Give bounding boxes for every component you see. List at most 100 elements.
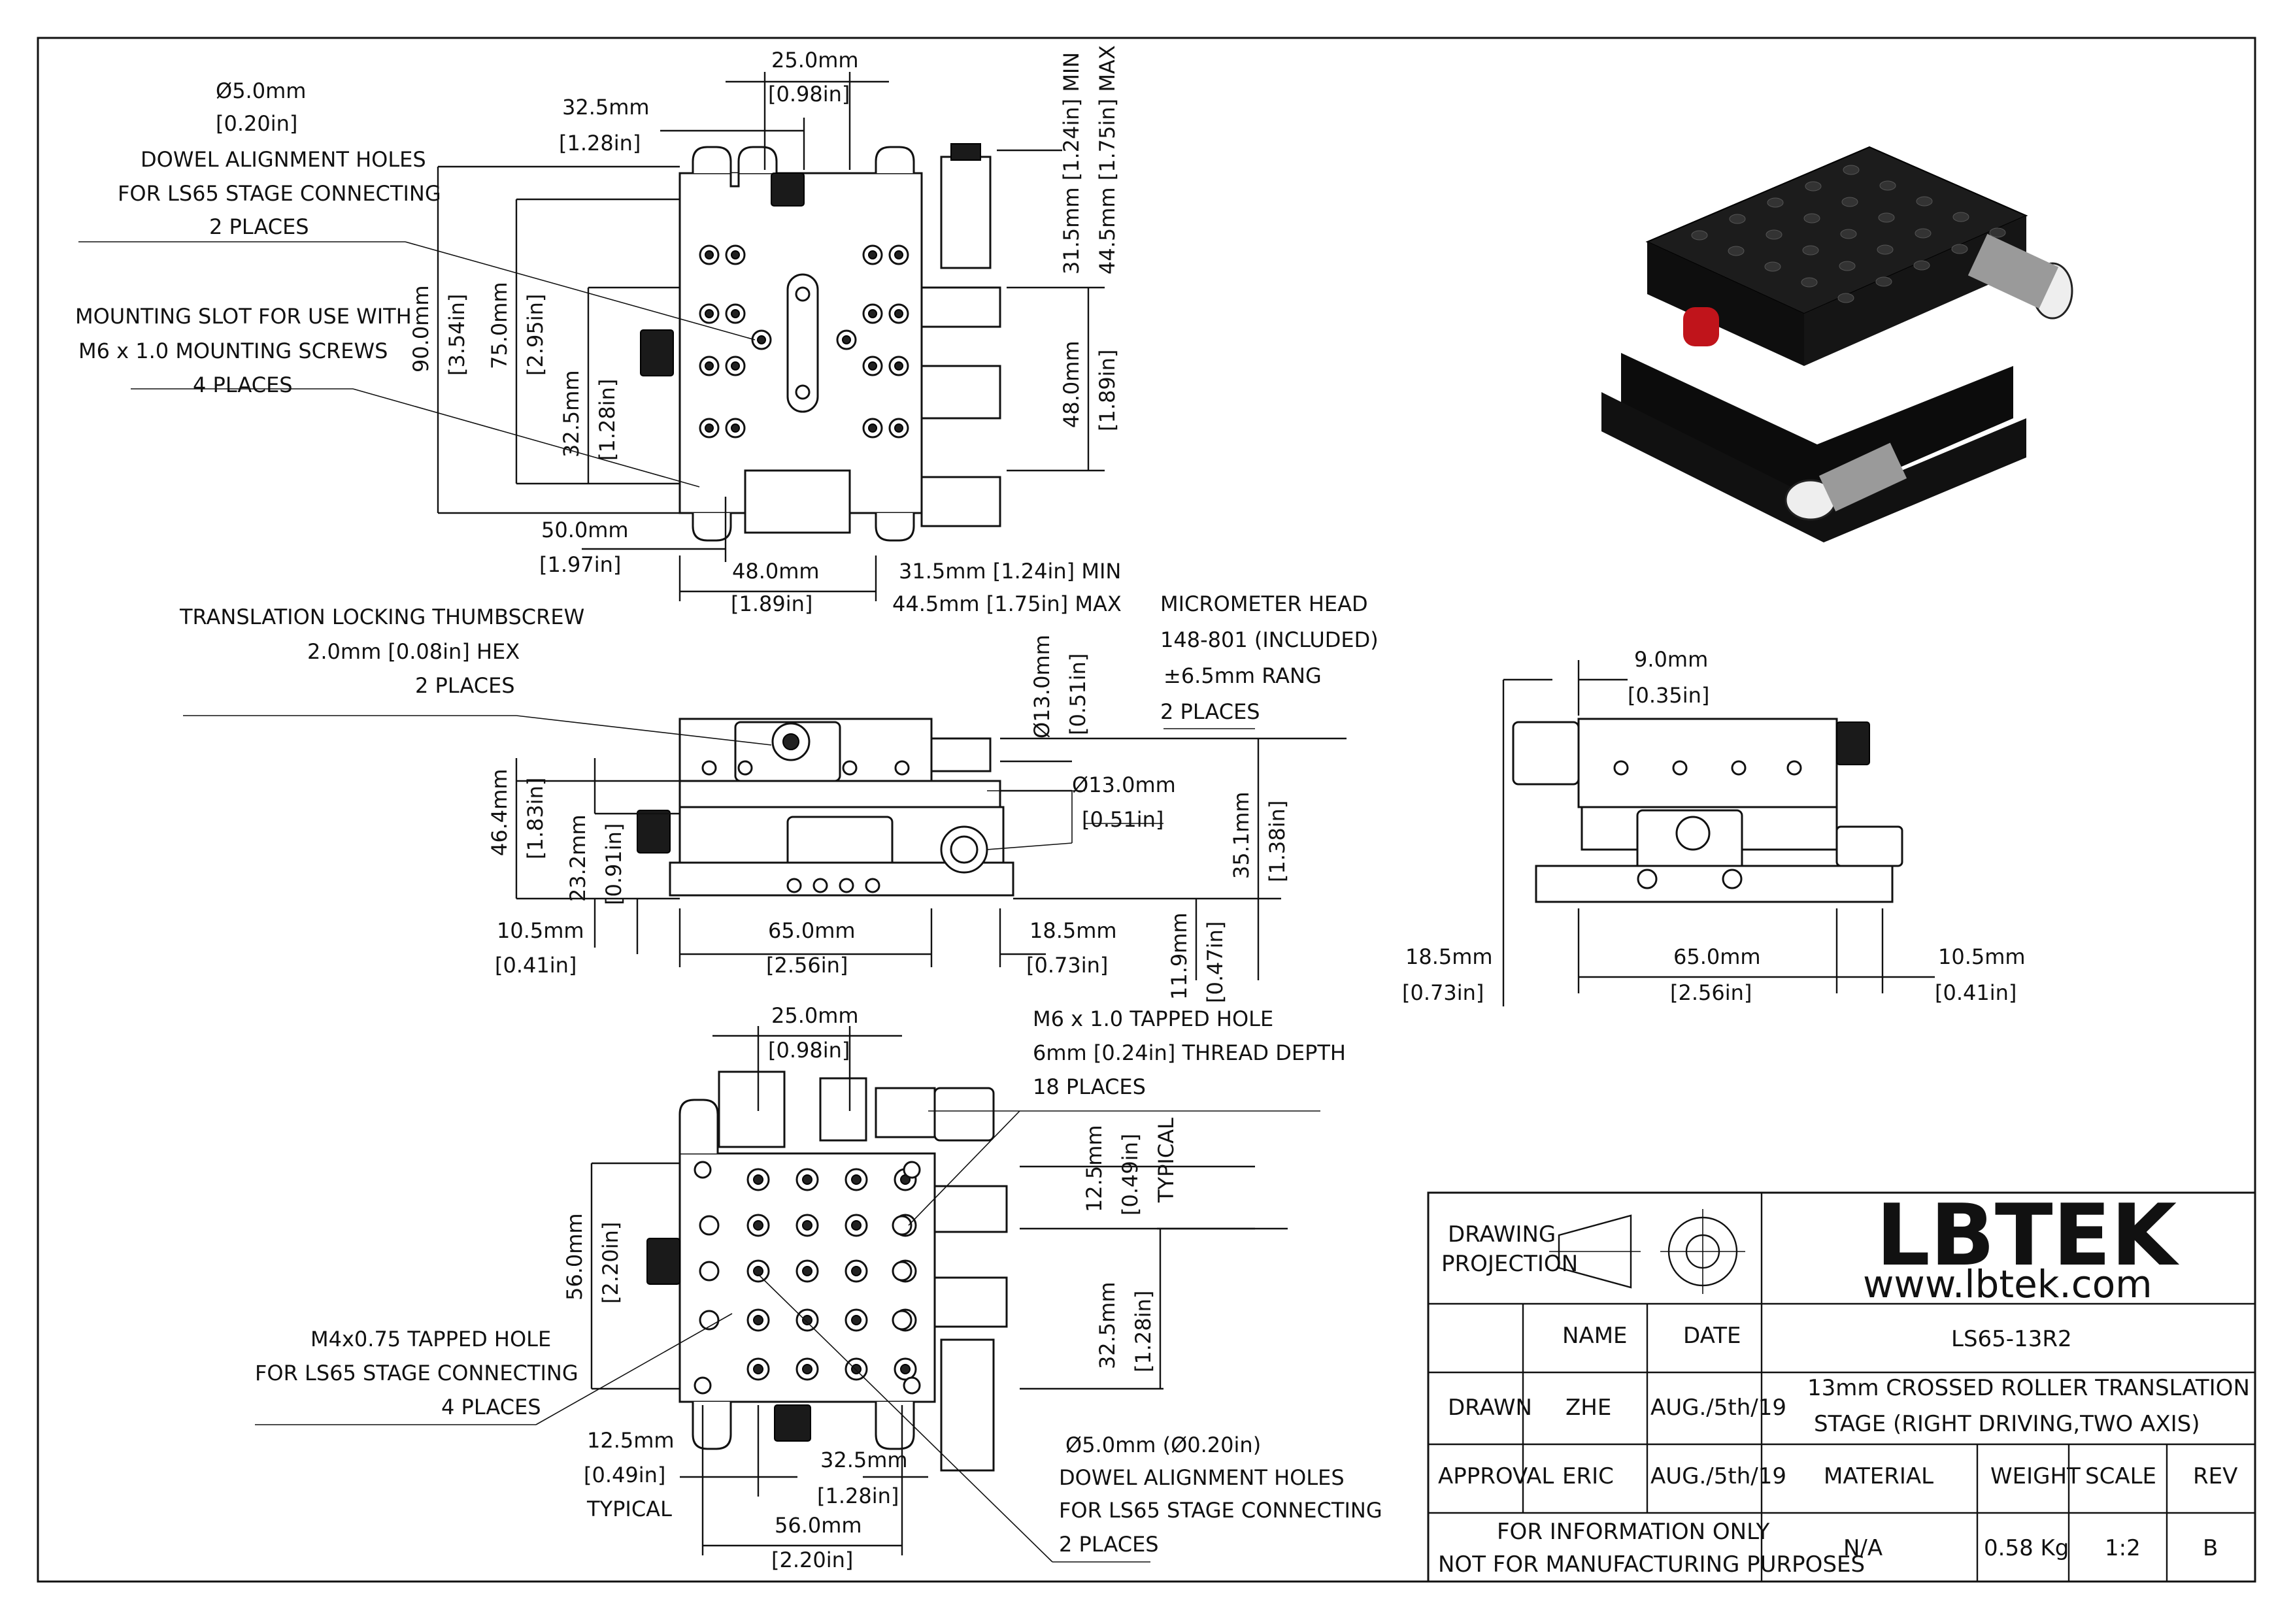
screw-hole [1637, 869, 1658, 889]
dim-text: [3.54in] [444, 294, 469, 376]
iso-hole [1840, 229, 1857, 239]
top-view-dims: 25.0mm [0.98in] 32.5mm [1.28in] 90.0mm [… [409, 45, 1122, 616]
front-view-thumbscrew-hex [782, 733, 799, 750]
dim-text: [0.98in] [768, 1038, 850, 1063]
material-label: MATERIAL [1824, 1463, 1933, 1489]
header-name: NAME [1562, 1323, 1628, 1349]
scale-value: 1:2 [2105, 1535, 2141, 1561]
dim-text: 90.0mm [409, 285, 433, 373]
bottom-view-micrometer-head [933, 1087, 995, 1142]
weight-label: WEIGHT [1990, 1463, 2081, 1489]
dim-text: 18.5mm [1029, 918, 1117, 943]
rev-value: B [2203, 1535, 2218, 1561]
iso-hole [1877, 244, 1894, 255]
dim-text: 10.5mm [497, 918, 584, 943]
top-view-micrometer-lower [920, 476, 1001, 527]
dim-text: 46.4mm [487, 769, 512, 856]
lbtek-logo: LBTEK [1876, 1185, 2179, 1285]
tapped-hole-center [753, 1266, 763, 1276]
dim-text: [0.51in] [1065, 654, 1090, 735]
iso-hole [1837, 293, 1854, 303]
dim-text: 32.5mm [559, 370, 584, 457]
dim-text: [2.95in] [523, 294, 548, 376]
top-view-bottom-notch [692, 513, 732, 542]
mounting-hole-center [868, 309, 877, 318]
dim-text: 25.0mm [771, 1003, 859, 1028]
m4-hole [903, 1161, 921, 1179]
m4-hole [694, 1376, 712, 1395]
bottom-view-left-knob [646, 1238, 680, 1285]
mounting-hole-center [731, 309, 740, 318]
top-view-left-knob [640, 329, 674, 376]
iso-hole [1801, 277, 1818, 288]
iso-hole [1843, 165, 1860, 175]
dim-text: [1.28in] [595, 379, 620, 461]
mounting-hole-center [868, 361, 877, 371]
iso-hole [1841, 197, 1858, 207]
dim-text: [0.41in] [1935, 980, 2017, 1005]
iso-lower-plate [1621, 353, 2013, 503]
iso-red-knob [1683, 307, 1719, 346]
mounting-hole-center [705, 361, 714, 371]
note-lock: 2 PLACES [415, 673, 515, 698]
note-dowel: DOWEL ALIGNMENT HOLES [141, 147, 426, 172]
iso-micrometer-a-body [1967, 233, 2059, 309]
dim-text: [1.89in] [731, 591, 812, 616]
mounting-hole-center [731, 423, 740, 433]
tapped-hole-center [802, 1266, 812, 1276]
iso-hole [1764, 261, 1781, 272]
dim-text: 10.5mm [1938, 944, 2026, 969]
material-value: N/A [1843, 1535, 1883, 1561]
tapped-hole [699, 1215, 720, 1236]
tapped-hole [892, 1310, 912, 1331]
dim-text: [2.20in] [598, 1222, 623, 1304]
projection-frustum-icon [1558, 1214, 1632, 1289]
top-view-slot-hole [795, 286, 811, 302]
isometric-render [1601, 146, 2073, 542]
note-slot: M6 x 1.0 MOUNTING SCREWS [78, 339, 388, 363]
iso-hole [1767, 197, 1784, 208]
screw-hole [839, 878, 854, 893]
side-view-micrometer-lower [1835, 825, 1903, 867]
dim-text: 31.5mm [1.24in] MIN [1059, 52, 1084, 274]
front-view [183, 715, 1347, 980]
dim-text: [0.51in] [1082, 807, 1163, 832]
description: STAGE (RIGHT DRIVING,TWO AXIS) [1814, 1411, 2200, 1437]
side-view-micrometer [1512, 721, 1580, 786]
note-lock: 2.0mm [0.08in] HEX [307, 639, 520, 664]
top-view-knob [771, 173, 805, 207]
mounting-hole-center [731, 250, 740, 259]
m4-hole [694, 1161, 712, 1179]
dim-text: [1.97in] [539, 552, 621, 577]
top-view-bottom-block [744, 469, 851, 534]
dim-text: [1.28in] [1131, 1291, 1156, 1372]
note-m4: M4x0.75 TAPPED HOLE [310, 1327, 551, 1351]
dim-text: [0.47in] [1203, 921, 1228, 1003]
approval-name: ERIC [1562, 1463, 1614, 1489]
screw-hole [812, 878, 828, 893]
tapped-hole-center [753, 1220, 763, 1231]
bottom-view-bottom-notch [692, 1402, 732, 1450]
dim-text: TYPICAL [586, 1497, 672, 1521]
dim-text: 48.0mm [1059, 340, 1084, 428]
disclaimer: NOT FOR MANUFACTURING PURPOSES [1438, 1551, 1865, 1578]
dim-text: 65.0mm [1673, 944, 1761, 969]
tapped-hole-center [802, 1174, 812, 1185]
front-view-notes: TRANSLATION LOCKING THUMBSCREW 2.0mm [0.… [179, 591, 1379, 724]
mounting-hole-center [894, 423, 903, 433]
mounting-hole-center [868, 423, 877, 433]
dim-text: [2.56in] [1670, 980, 1752, 1005]
dim-text: [0.35in] [1628, 683, 1709, 708]
side-view-knob [1836, 721, 1870, 765]
front-view-dims: 46.4mm [1.83in] 23.2mm [0.91in] 10.5mm [… [487, 635, 1290, 1003]
iso-top-plate-side [1647, 242, 1804, 366]
description: 13mm CROSSED ROLLER TRANSLATION [1807, 1375, 2250, 1401]
bottom-view-notes: M6 x 1.0 TAPPED HOLE 6mm [0.24in] THREAD… [255, 1006, 1382, 1557]
dim-text: 11.9mm [1167, 912, 1192, 1000]
screw-hole [786, 878, 802, 893]
tapped-hole [892, 1261, 912, 1282]
iso-hole [1878, 212, 1895, 223]
dim-text: 50.0mm [541, 518, 629, 542]
note-dowel: Ø5.0mm [216, 78, 306, 103]
iso-hole [1989, 227, 2006, 238]
